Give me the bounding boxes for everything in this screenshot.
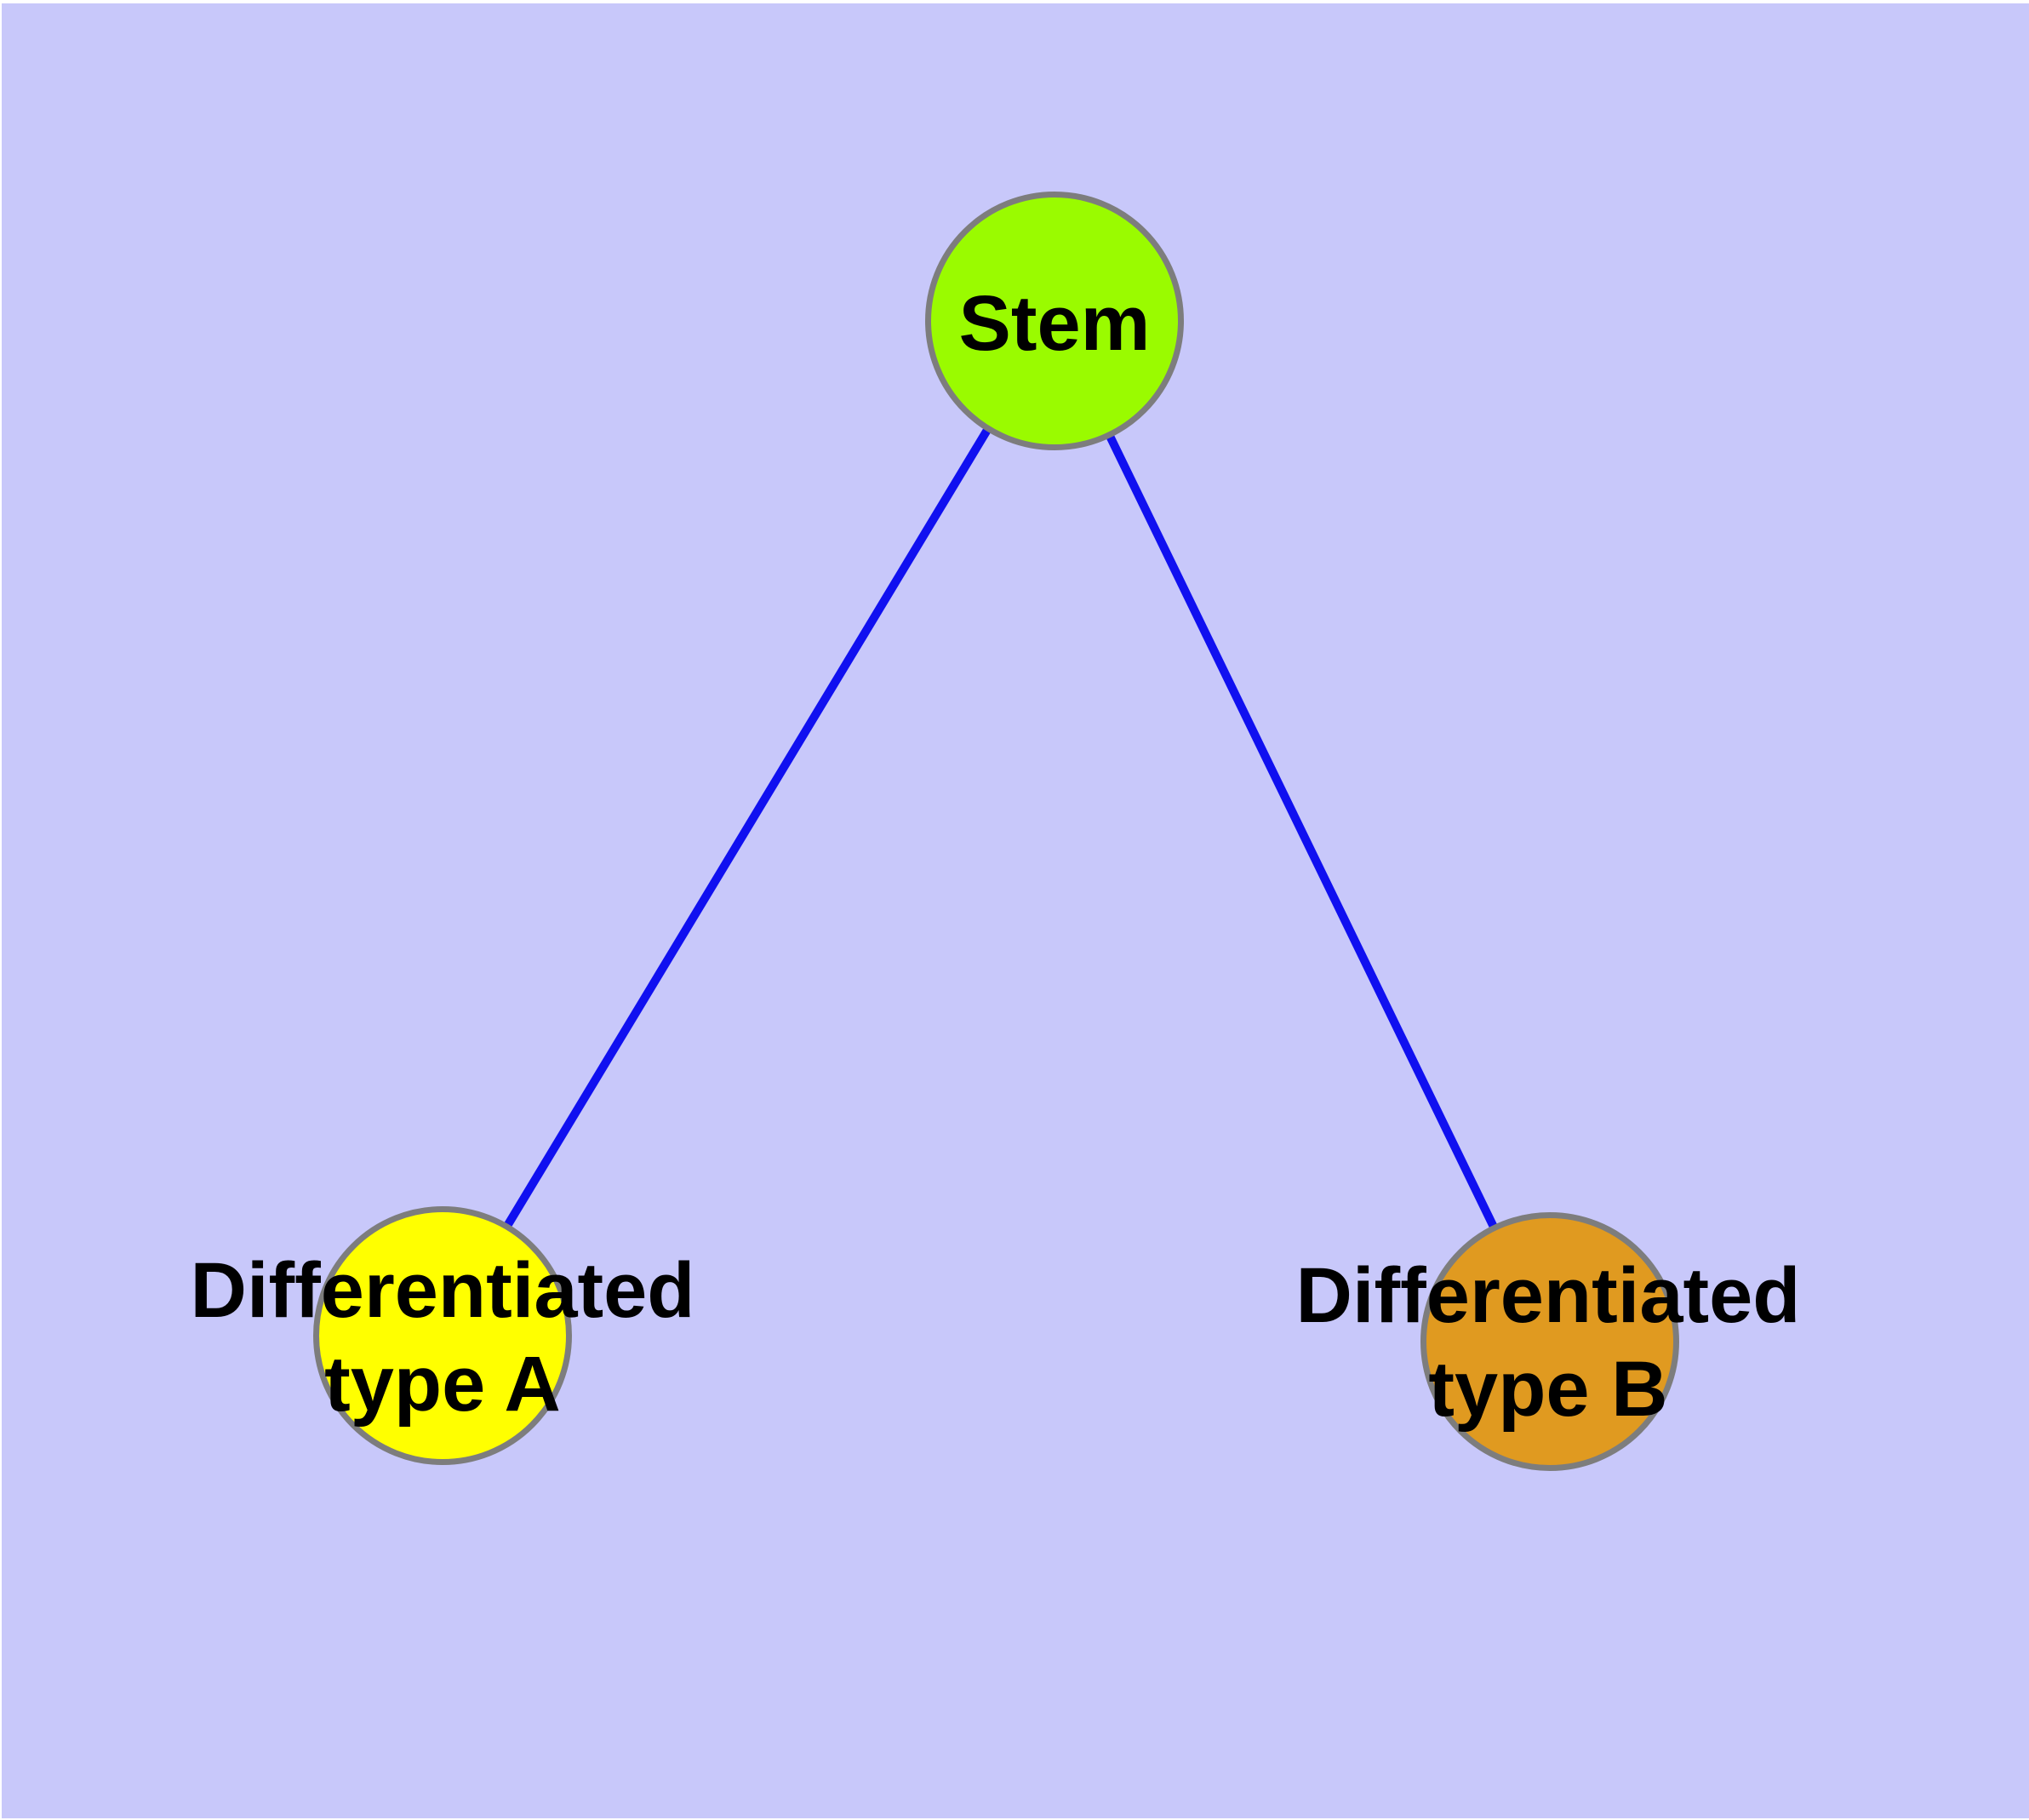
diagram-background: Stem Differentiated type A Differentiate… <box>2 3 2029 1818</box>
edge-stem-to-type-a <box>439 318 1058 1335</box>
edges-layer <box>439 318 1552 1340</box>
edge-stem-to-type-b <box>1049 318 1552 1340</box>
node-stem-cell <box>925 192 1184 450</box>
node-differentiated-type-a <box>313 1206 572 1465</box>
node-differentiated-type-b <box>1420 1212 1679 1471</box>
